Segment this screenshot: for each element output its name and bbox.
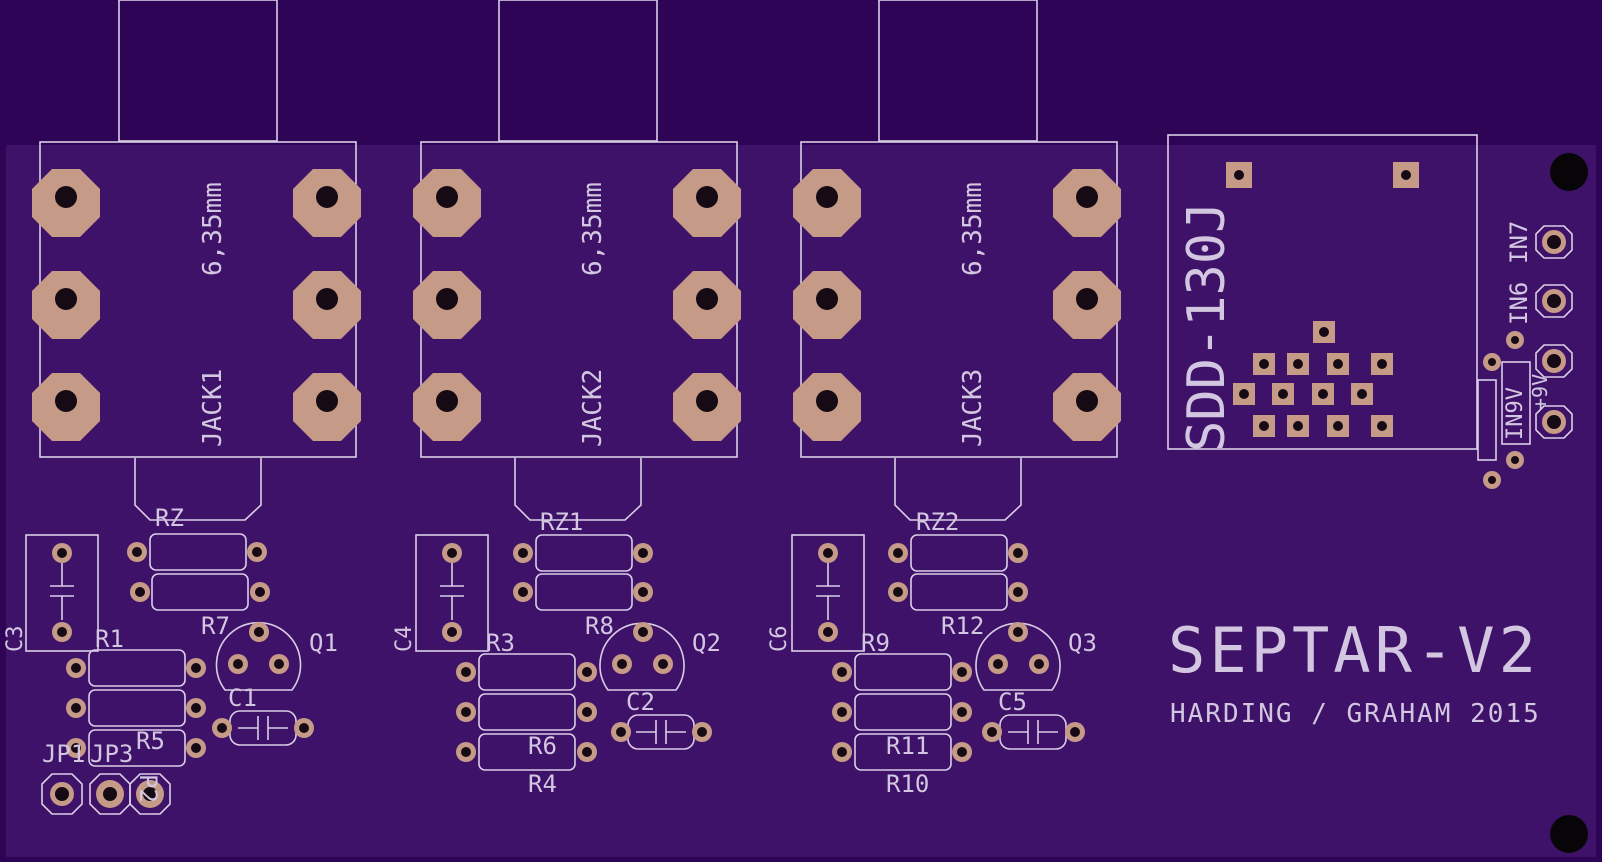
r12-label: R12: [941, 612, 984, 640]
mounting-hole-top: [1550, 153, 1588, 191]
section3-components: C6 RZ2 R12 Q3 R9 R11 R10 C5: [767, 508, 1097, 798]
jack2-ref-label: JACK2: [578, 369, 608, 447]
switch-pads: [1226, 162, 1419, 437]
board-credit: HARDING / GRAHAM 2015: [1170, 699, 1541, 729]
q3-label: Q3: [1068, 629, 1097, 657]
jack3-footprint: 6,35mm JACK3: [793, 141, 1121, 521]
r5-label: R5: [136, 727, 165, 755]
board-title: SEPTAR-V2: [1168, 614, 1540, 687]
r4-label: R4: [528, 770, 557, 798]
input-header: IN7 IN6: [1505, 221, 1573, 439]
jack3-pads: [793, 169, 1121, 441]
c2-label: C2: [626, 688, 655, 716]
rz-label: RZ: [155, 504, 184, 532]
jack2-size-label: 6,35mm: [578, 182, 608, 276]
jack2-footprint: 6,35mm JACK2: [413, 141, 741, 521]
q2-label: Q2: [692, 629, 721, 657]
mounting-hole-bottom: [1550, 815, 1588, 853]
rz1-label: RZ1: [540, 508, 583, 536]
power-connector: IN9V +9V: [1477, 331, 1552, 489]
jack1-size-label: 6,35mm: [198, 182, 228, 276]
c4-label: C4: [392, 626, 417, 653]
in6-label: IN6: [1505, 282, 1533, 325]
in9v-label: IN9V: [1503, 387, 1528, 440]
r7-label: R7: [201, 612, 230, 640]
switch-ref-label: SDD-130J: [1177, 202, 1237, 452]
r8-label: R8: [585, 612, 614, 640]
r11-label: R11: [886, 732, 929, 760]
c5-label: C5: [998, 688, 1027, 716]
jp3-label: JP3: [90, 740, 133, 768]
jack2-barrel-outline: [498, 0, 658, 142]
section1-components: C3 RZ R7 Q1 R1 R5 C1 JP1: [3, 504, 338, 815]
section2-components: C4 RZ1 R8 Q2 R3 R6 R4 C2: [392, 508, 721, 798]
jack1-barrel-outline: [118, 0, 278, 142]
jp1-label: JP1: [42, 740, 85, 768]
r6-label: R6: [528, 732, 557, 760]
c3-label: C3: [3, 626, 28, 653]
jack1-ref-label: JACK1: [198, 369, 228, 447]
jack3-size-label: 6,35mm: [958, 182, 988, 276]
c1-label: C1: [228, 684, 257, 712]
jack1-footprint: 6,35mm JACK1: [32, 141, 361, 521]
jack1-pads: [32, 169, 361, 441]
in7-label: IN7: [1505, 221, 1533, 264]
plus9v-label: +9V: [1528, 374, 1552, 410]
r10-label: R10: [886, 770, 929, 798]
r9-label: R9: [861, 629, 890, 657]
c6-label: C6: [767, 626, 792, 653]
jack2-pads: [413, 169, 741, 441]
p2-label: P2: [134, 774, 162, 803]
jack3-barrel-outline: [878, 0, 1038, 142]
jack3-ref-label: JACK3: [958, 369, 988, 447]
q1-label: Q1: [309, 629, 338, 657]
sdd130j-switch-footprint: SDD-130J: [1167, 134, 1478, 452]
r1-label: R1: [95, 625, 124, 653]
rz2-label: RZ2: [916, 508, 959, 536]
r3-label: R3: [486, 629, 515, 657]
